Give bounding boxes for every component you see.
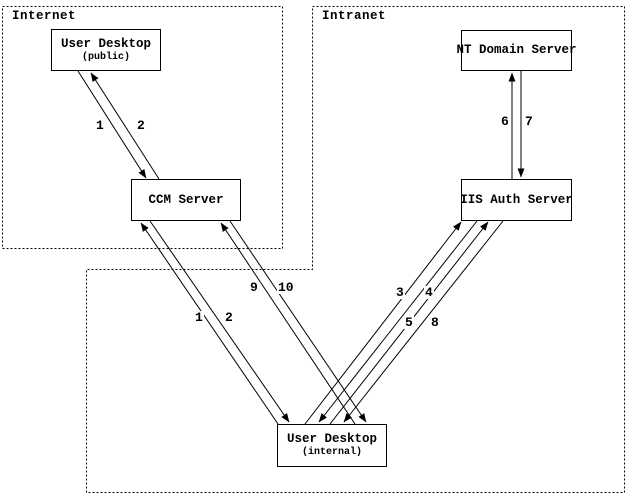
arrow-label-5: 5 [404,315,414,330]
internet-zone-label: Internet [12,9,77,23]
node-title: CCM Server [148,192,224,207]
node-title: User Desktop [60,36,151,51]
arrow-label-4: 4 [424,285,434,300]
arrow-label-1-internal: 1 [194,310,204,325]
node-ccm-server: CCM Server [131,179,241,221]
arrow-9-internal-to-ccm [220,222,356,425]
arrow-label-9: 9 [249,280,259,295]
arrow-3-internal-to-iis [304,221,462,425]
arrow-8-iis-to-internal [343,220,504,423]
arrow-2-ccm-to-internal [149,220,290,423]
arrow-label-3: 3 [395,285,405,300]
zone-boundaries [2,6,625,493]
arrow-label-1-public: 1 [95,118,105,133]
arrow-10-ccm-to-internal [229,220,367,423]
intranet-zone-border [86,6,625,493]
intranet-zone-label: Intranet [322,9,387,23]
arrow-label-6: 6 [500,114,510,129]
arrow-2-ccm-to-public [90,72,160,180]
arrow-label-10: 10 [277,280,295,295]
node-nt-domain-server: NT Domain Server [456,30,577,71]
node-title: User Desktop [286,432,377,446]
connection-lines [77,70,525,425]
arrow-1-public-to-ccm [77,70,147,179]
arrow-label-2-public: 2 [136,118,146,133]
arrow-4-iis-to-internal [318,220,478,423]
node-iis-auth-server: IIS Auth Server [460,179,573,221]
internet-zone-border [2,6,283,249]
arrow-label-2-internal: 2 [224,310,234,325]
node-title: NT Domain Server [456,43,577,57]
node-user-desktop-public: User Desktop (public) [51,29,161,71]
node-user-desktop-internal: User Desktop (internal) [277,424,387,467]
arrow-1-internal-to-ccm [140,222,279,425]
node-title: IIS Auth Server [460,192,573,207]
arrow-label-7: 7 [524,114,534,129]
node-subtitle: (public) [81,51,130,63]
arrow-label-8: 8 [430,315,440,330]
node-subtitle: (internal) [301,447,362,458]
